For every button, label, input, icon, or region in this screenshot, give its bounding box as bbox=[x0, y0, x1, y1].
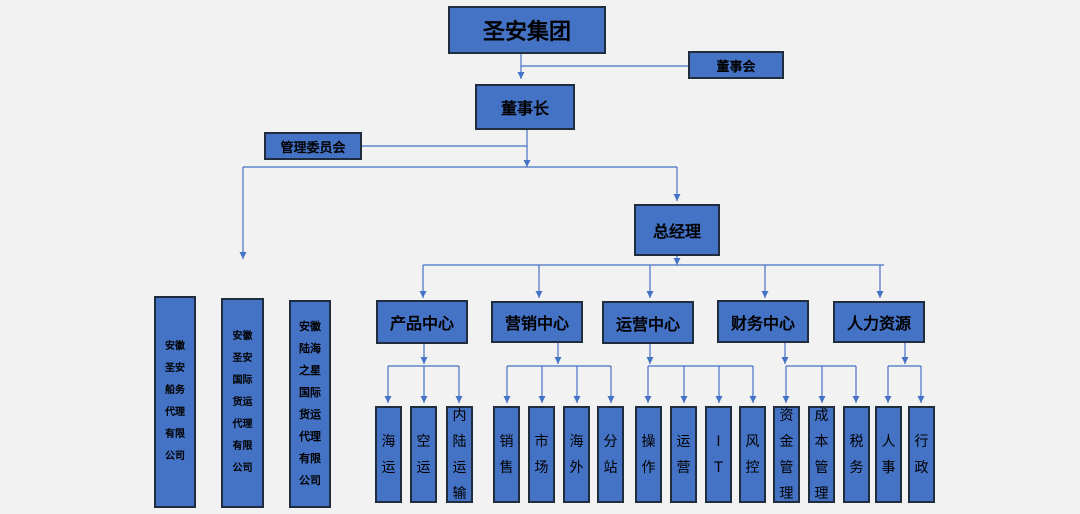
arrow-head bbox=[680, 396, 688, 403]
unit-node: 运 营 bbox=[670, 406, 697, 503]
committee-node: 管理委员会 bbox=[264, 132, 362, 160]
arrow-head bbox=[673, 258, 681, 265]
board-node: 董事会 bbox=[688, 51, 784, 79]
arrow-head bbox=[538, 396, 546, 403]
arrow-head bbox=[818, 396, 826, 403]
arrow-head bbox=[607, 396, 615, 403]
arrow-head bbox=[646, 291, 654, 298]
arrow-head bbox=[384, 396, 392, 403]
unit-node: 税 务 bbox=[843, 406, 870, 503]
arrow-head bbox=[673, 194, 681, 201]
arrow-head bbox=[419, 291, 427, 298]
arrow-head bbox=[715, 396, 723, 403]
arrow-head bbox=[503, 396, 511, 403]
unit-node: 风 控 bbox=[739, 406, 766, 503]
unit-node: 人 事 bbox=[875, 406, 902, 503]
subsidiary-node: 安徽 陆海 之星 国际 货运 代理 有限 公司 bbox=[289, 300, 331, 508]
arrow-head bbox=[455, 396, 463, 403]
center-node: 财务中心 bbox=[717, 300, 809, 343]
arrow-head bbox=[646, 357, 654, 364]
unit-node: 海 外 bbox=[563, 406, 590, 503]
arrow-head bbox=[554, 357, 562, 364]
subsidiary-node: 安徽 圣安 船务 代理 有限 公司 bbox=[154, 296, 196, 508]
arrow-head bbox=[884, 396, 892, 403]
center-node: 运营中心 bbox=[602, 301, 694, 344]
arrow-head bbox=[749, 396, 757, 403]
arrow-head bbox=[782, 396, 790, 403]
arrow-head bbox=[917, 396, 925, 403]
unit-node: 内 陆 运 输 bbox=[446, 406, 473, 503]
arrow-head bbox=[852, 396, 860, 403]
center-node: 人力资源 bbox=[833, 301, 925, 343]
arrow-head bbox=[781, 357, 789, 364]
unit-node: I T bbox=[705, 406, 732, 503]
unit-node: 操 作 bbox=[635, 406, 662, 503]
arrow-head bbox=[517, 72, 525, 79]
arrow-head bbox=[761, 291, 769, 298]
unit-node: 销 售 bbox=[493, 406, 520, 503]
center-node: 产品中心 bbox=[376, 300, 468, 344]
unit-node: 空 运 bbox=[410, 406, 437, 503]
center-node: 营销中心 bbox=[491, 301, 583, 343]
unit-node: 分 站 bbox=[597, 406, 624, 503]
unit-node: 行 政 bbox=[908, 406, 935, 503]
unit-node: 市 场 bbox=[528, 406, 555, 503]
arrow-head bbox=[523, 160, 531, 167]
unit-node: 成 本 管 理 bbox=[808, 406, 835, 503]
arrow-head bbox=[420, 357, 428, 364]
subsidiary-node: 安徽 圣安 国际 货运 代理 有限 公司 bbox=[221, 298, 264, 508]
gm-node: 总经理 bbox=[634, 204, 720, 256]
arrow-head bbox=[535, 291, 543, 298]
arrow-head bbox=[573, 396, 581, 403]
arrow-head bbox=[644, 396, 652, 403]
arrow-head bbox=[901, 357, 909, 364]
root-node: 圣安集团 bbox=[448, 6, 606, 54]
unit-node: 资 金 管 理 bbox=[773, 406, 800, 503]
chairman-node: 董事长 bbox=[475, 84, 575, 130]
unit-node: 海 运 bbox=[375, 406, 402, 503]
arrow-head bbox=[239, 252, 247, 259]
arrow-head bbox=[420, 396, 428, 403]
arrow-head bbox=[876, 291, 884, 298]
